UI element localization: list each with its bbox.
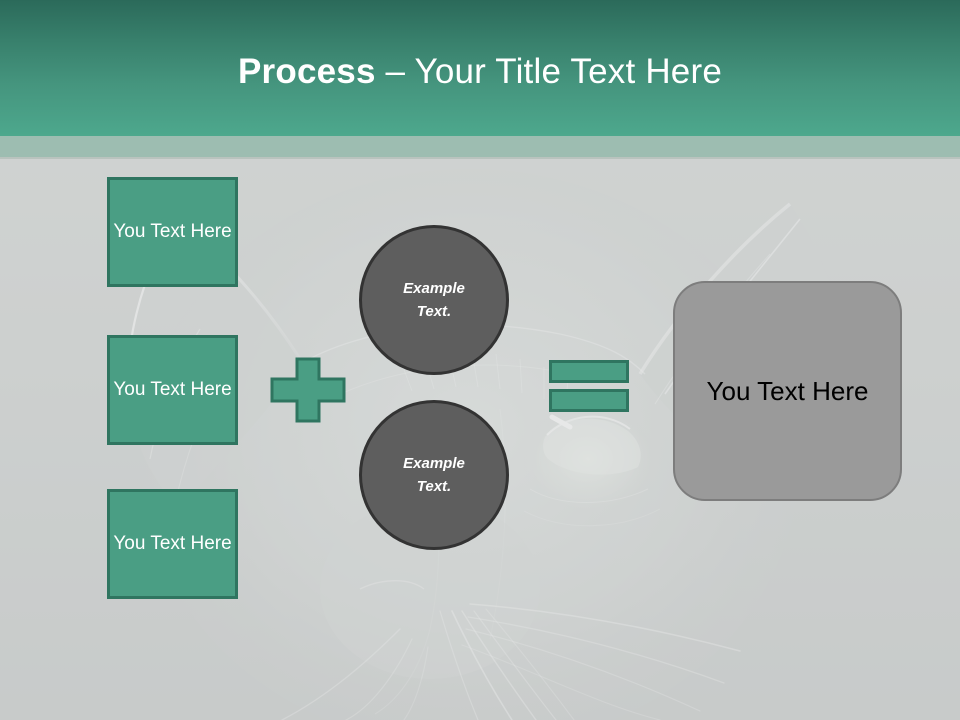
input-box-2-label: You Text Here [113, 379, 232, 400]
result-box-label: You Text Here [706, 376, 869, 406]
process-circle-2-line1: Example [403, 455, 465, 472]
process-circle-1-line2: Text. [416, 303, 452, 320]
input-box-1[interactable]: You Text Here [107, 177, 238, 287]
header-banner [0, 0, 960, 136]
process-circle-1-line1: Example [403, 280, 465, 297]
input-box-2[interactable]: You Text Here [107, 335, 238, 445]
input-box-3-label: You Text Here [113, 533, 232, 554]
page-title-light: – Your Title Text Here [375, 52, 722, 91]
input-box-1-label: You Text Here [113, 221, 232, 242]
process-circle-1[interactable]: Example Text. [359, 225, 509, 375]
equals-icon [549, 360, 629, 412]
header-accent-band [0, 136, 960, 157]
equals-bar-bottom [549, 389, 629, 412]
input-box-3[interactable]: You Text Here [107, 489, 238, 599]
header-divider [0, 157, 960, 159]
page-title-strong: Process [238, 52, 376, 91]
result-box[interactable]: You Text Here [673, 281, 902, 501]
plus-icon [270, 357, 346, 423]
process-circle-2[interactable]: Example Text. [359, 400, 509, 550]
process-circle-2-line2: Text. [416, 478, 452, 495]
equals-bar-top [549, 360, 629, 383]
page-title: Process – Your Title Text Here [0, 50, 960, 94]
